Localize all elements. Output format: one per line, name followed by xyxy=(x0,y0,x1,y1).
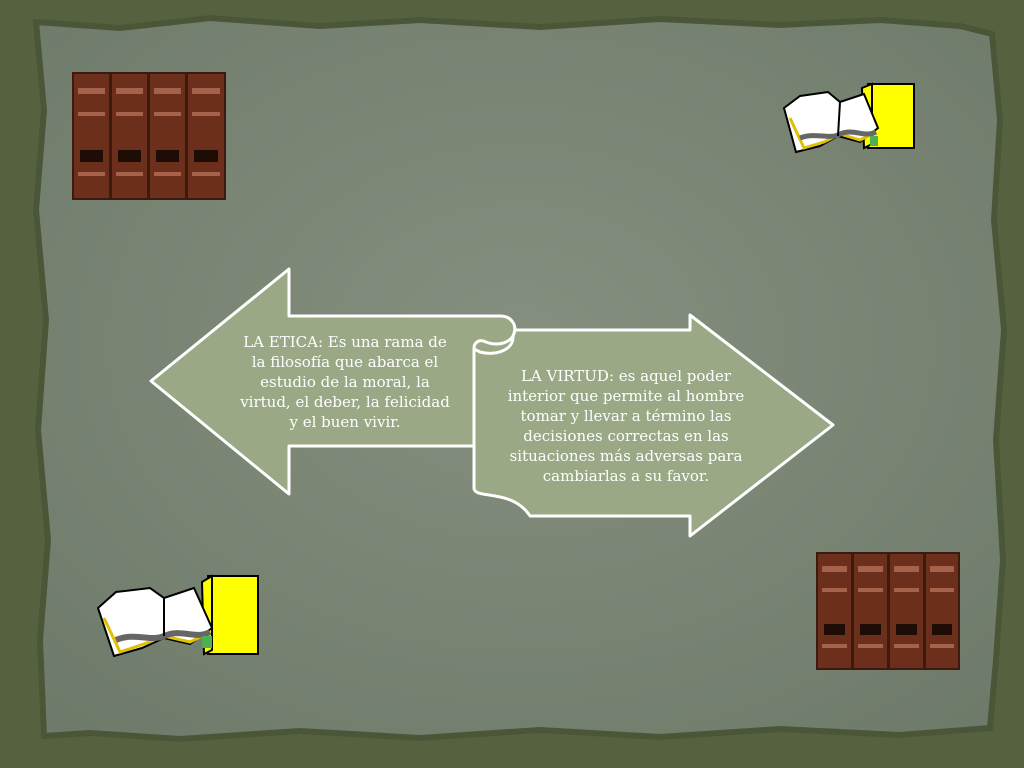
open-book-icon xyxy=(782,82,915,154)
virtud-definition-text: LA VIRTUD: es aquel poder interior que p… xyxy=(507,367,745,485)
etica-definition-text: LA ETICA: Es una rama de la filosofía qu… xyxy=(240,333,450,431)
left-arrow-shape xyxy=(149,267,517,496)
books-row-icon xyxy=(72,72,226,200)
books-row-icon xyxy=(816,552,960,670)
scroll-curl xyxy=(472,335,515,355)
open-book-icon xyxy=(96,574,259,658)
